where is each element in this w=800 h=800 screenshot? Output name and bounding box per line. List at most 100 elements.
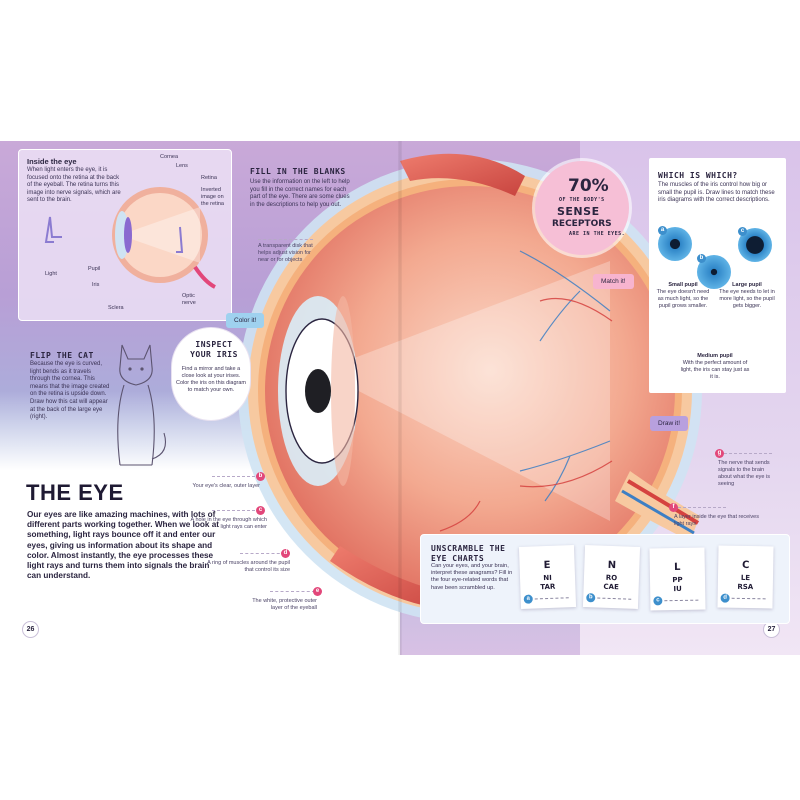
medium-pupil-title: Medium pupil xyxy=(697,353,733,359)
inspect-iris-title: Inspect your iris xyxy=(190,340,238,359)
fill-blanks-title: Fill in the blanks xyxy=(250,167,346,176)
callout-pupil: A hole in the eye through which light ra… xyxy=(190,517,267,530)
inspect-iris-cloud xyxy=(172,328,250,420)
intro-paragraph: Our eyes are like amazing machines, with… xyxy=(27,510,219,581)
label-pupil: Pupil xyxy=(88,266,101,272)
draw-it-tag: Draw it! xyxy=(650,416,689,431)
badge-line-4: ARE IN THE EYES. xyxy=(569,231,626,237)
page-number-left: 26 xyxy=(22,621,39,638)
label-dot-f: f xyxy=(669,503,678,512)
label-dot-e: e xyxy=(313,587,322,596)
which-body: The muscles of the iris control how big … xyxy=(658,182,775,204)
anagram-card-d: C LE RSA d xyxy=(717,545,774,609)
flip-cat-title: Flip the cat xyxy=(30,351,94,360)
lens-shape xyxy=(331,296,355,486)
card-a-dot: a xyxy=(523,594,533,604)
match-it-tag: Match it! xyxy=(593,274,634,289)
inside-the-eye-content: Inside the eye When light enters the eye… xyxy=(18,149,232,321)
fill-blanks-body: Use the information on the left to help … xyxy=(250,179,350,208)
callout-iris: A ring of muscles around the pupil that … xyxy=(207,560,290,573)
flip-cat-body: Because the eye is curved, light bends a… xyxy=(30,361,110,421)
small-eye-diagram xyxy=(44,187,216,289)
small-pupil-body: The eye doesn't need as much light, so t… xyxy=(656,289,710,309)
iris-dot-c: c xyxy=(738,227,747,236)
unscramble-body: Can your eyes, and your brain, interpret… xyxy=(431,563,513,591)
card-c-line-2: PP xyxy=(672,575,683,585)
callout-sclera: The white, protective outer layer of the… xyxy=(252,598,317,611)
which-title: Which is which? xyxy=(658,171,738,180)
sense-receptors-badge xyxy=(535,161,629,255)
answer-line-d[interactable] xyxy=(240,553,285,554)
inspect-iris-body: Find a mirror and take a close look at y… xyxy=(176,366,247,393)
answer-line-b[interactable] xyxy=(212,476,260,477)
light-cone xyxy=(320,261,610,521)
card-d-dot: d xyxy=(720,593,730,603)
cat-drawing xyxy=(117,344,167,466)
card-b-line-1: N xyxy=(607,559,617,572)
callout-optic-nerve: The nerve that sends signals to the brai… xyxy=(718,460,770,487)
card-b-answer-line[interactable] xyxy=(597,597,632,600)
label-dot-c: c xyxy=(256,506,265,515)
label-dot-d: d xyxy=(281,549,290,558)
book-spread: Inside the eye When light enters the eye… xyxy=(0,141,800,655)
eye-illustration xyxy=(238,153,702,623)
label-retina: Retina xyxy=(201,175,217,181)
card-c-dot: c xyxy=(653,596,663,606)
card-b-line-3: CAE xyxy=(603,582,619,592)
anagram-card-b: N RO CAE b xyxy=(582,545,641,609)
label-sclera: Sclera xyxy=(108,305,124,311)
label-optic-nerve: Optic nerve xyxy=(182,293,196,306)
large-pupil-title: Large pupil xyxy=(732,282,762,288)
color-it-tag: Color it! xyxy=(226,313,265,328)
badge-percent: 70% xyxy=(568,176,609,196)
card-d-line-2: LE xyxy=(740,573,751,583)
inside-eye-body: When light enters the eye, it is focused… xyxy=(27,167,121,204)
label-lens: Lens xyxy=(176,163,188,169)
blood-vessels-red xyxy=(439,297,613,532)
unscramble-title: Unscramble the eye charts xyxy=(431,544,506,563)
badge-line-3: RECEPTORS xyxy=(552,219,612,229)
answer-line-g[interactable] xyxy=(724,453,772,454)
eye-muscle-top xyxy=(400,153,525,196)
label-cornea: Cornea xyxy=(160,154,179,160)
inverted-giraffe-icon xyxy=(176,226,184,253)
blood-vessels-blue xyxy=(519,250,611,502)
callout-retina: A layer inside the eye that receives lig… xyxy=(674,514,759,527)
card-c-line-1: L xyxy=(674,561,681,574)
card-a-answer-line[interactable] xyxy=(534,597,569,600)
callout-cornea: Your eye's clear, outer layer xyxy=(192,483,261,489)
badge-line-2: SENSE xyxy=(557,205,600,218)
callout-lens: A transparent disk that helps adjust vis… xyxy=(258,243,313,263)
label-dot-g: g xyxy=(715,449,724,458)
anagram-card-c: L PP IU c xyxy=(649,547,706,611)
page-title: THE EYE xyxy=(26,480,124,505)
card-b-dot: b xyxy=(586,593,596,603)
card-d-answer-line[interactable] xyxy=(731,597,766,600)
badge-line-1: OF THE BODY'S xyxy=(559,197,605,203)
label-iris: Iris xyxy=(92,282,100,288)
cat-head-icon xyxy=(119,344,153,386)
small-pupil-title: Small pupil xyxy=(668,282,698,288)
card-a-line-3: TAR xyxy=(540,582,556,592)
answer-line-e[interactable] xyxy=(270,591,315,592)
label-inverted-image: Inverted image on the retina xyxy=(201,187,224,207)
iris-dot-a: a xyxy=(658,226,667,235)
book-gutter xyxy=(398,141,402,655)
label-light: Light xyxy=(45,271,57,277)
answer-line-f[interactable] xyxy=(678,507,726,508)
card-d-line-3: RSA xyxy=(737,582,754,592)
answer-line-a[interactable] xyxy=(258,239,313,240)
card-c-answer-line[interactable] xyxy=(664,599,699,602)
inside-eye-title: Inside the eye xyxy=(27,157,77,166)
card-c-line-3: IU xyxy=(673,584,682,594)
cat-body-icon xyxy=(117,384,155,466)
card-d-line-1: C xyxy=(741,559,750,572)
answer-line-c[interactable] xyxy=(212,510,260,511)
giraffe-icon xyxy=(44,216,62,243)
large-pupil-body: The eye needs to let in more light, so t… xyxy=(719,289,775,309)
label-dot-b: b xyxy=(256,472,265,481)
pupil-shape xyxy=(305,369,331,413)
